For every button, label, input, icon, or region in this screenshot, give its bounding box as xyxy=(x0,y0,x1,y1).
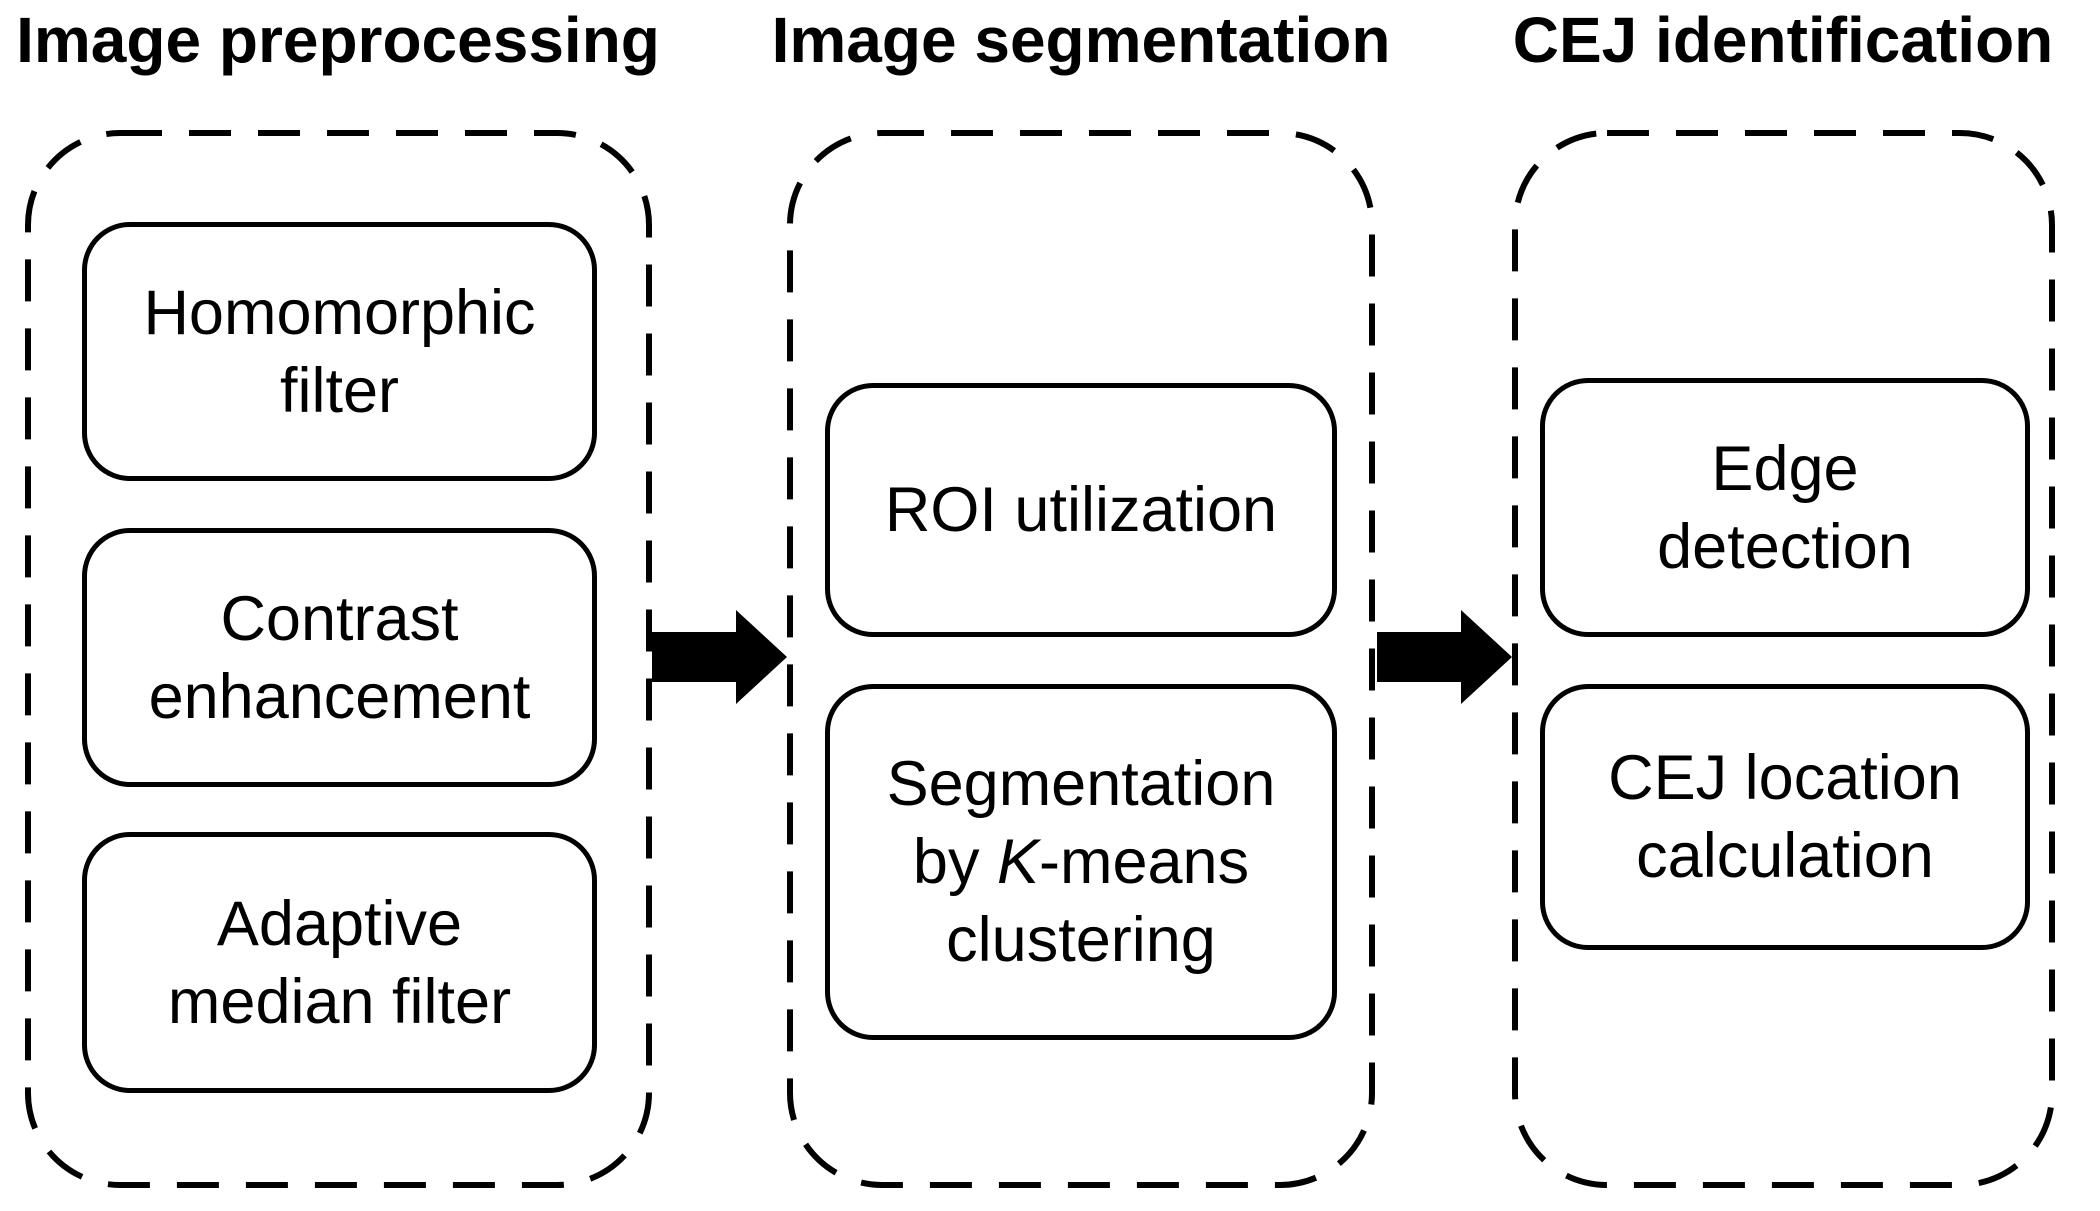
step-homomorphic-filter: Homomorphic filter xyxy=(82,222,597,481)
step-label-line: Homomorphic xyxy=(143,277,536,348)
step-adaptive-median-filter: Adaptive median filter xyxy=(82,832,597,1093)
step-label-line: Segmentation xyxy=(886,749,1276,819)
step-label-line: CEJ location xyxy=(1608,743,1962,813)
step-label-line: calculation xyxy=(1636,821,1934,891)
step-contrast-enhancement: Contrast enhancement xyxy=(82,528,597,787)
step-label-line: enhancement xyxy=(148,661,531,732)
step-roi-utilization: ROI utilization xyxy=(825,383,1337,637)
step-label-fragment-italic-k: K xyxy=(996,827,1039,897)
stage-preprocessing: Homomorphic filter Contrast enhancement … xyxy=(25,130,652,1188)
dashed-stage-border xyxy=(1512,130,2055,1188)
dashed-stage-border xyxy=(787,130,1375,1188)
arrow-right-icon xyxy=(1377,610,1512,704)
dashed-stage-border xyxy=(25,130,652,1188)
step-label-line: clustering xyxy=(946,905,1216,975)
step-kmeans-segmentation: Segmentation by K-means clustering xyxy=(825,684,1337,1040)
step-label-line: median filter xyxy=(167,966,512,1037)
step-label-line: Edge xyxy=(1711,433,1859,504)
arrow-right-icon xyxy=(652,610,787,704)
step-label-line: Adaptive xyxy=(216,888,463,959)
stage-header-cej-identification: CEJ identification xyxy=(1512,4,2054,76)
step-label-line: by K-means xyxy=(913,823,1249,901)
step-label-line: filter xyxy=(279,355,400,426)
step-cej-location-calculation: CEJ location calculation xyxy=(1540,684,2030,950)
step-label-fragment: -means xyxy=(1039,827,1250,897)
step-label-fragment: by xyxy=(912,827,997,897)
stage-header-segmentation: Image segmentation xyxy=(771,4,1391,76)
step-edge-detection: Edge detection xyxy=(1540,378,2030,637)
stage-segmentation: ROI utilization Segmentation by K-means … xyxy=(787,130,1375,1188)
stage-cej-identification: Edge detection CEJ location calculation xyxy=(1512,130,2055,1188)
step-label-line: Contrast xyxy=(220,583,459,654)
step-label-line: ROI utilization xyxy=(884,475,1278,545)
stage-header-preprocessing: Image preprocessing xyxy=(16,4,660,76)
step-label-line: detection xyxy=(1657,511,1913,582)
